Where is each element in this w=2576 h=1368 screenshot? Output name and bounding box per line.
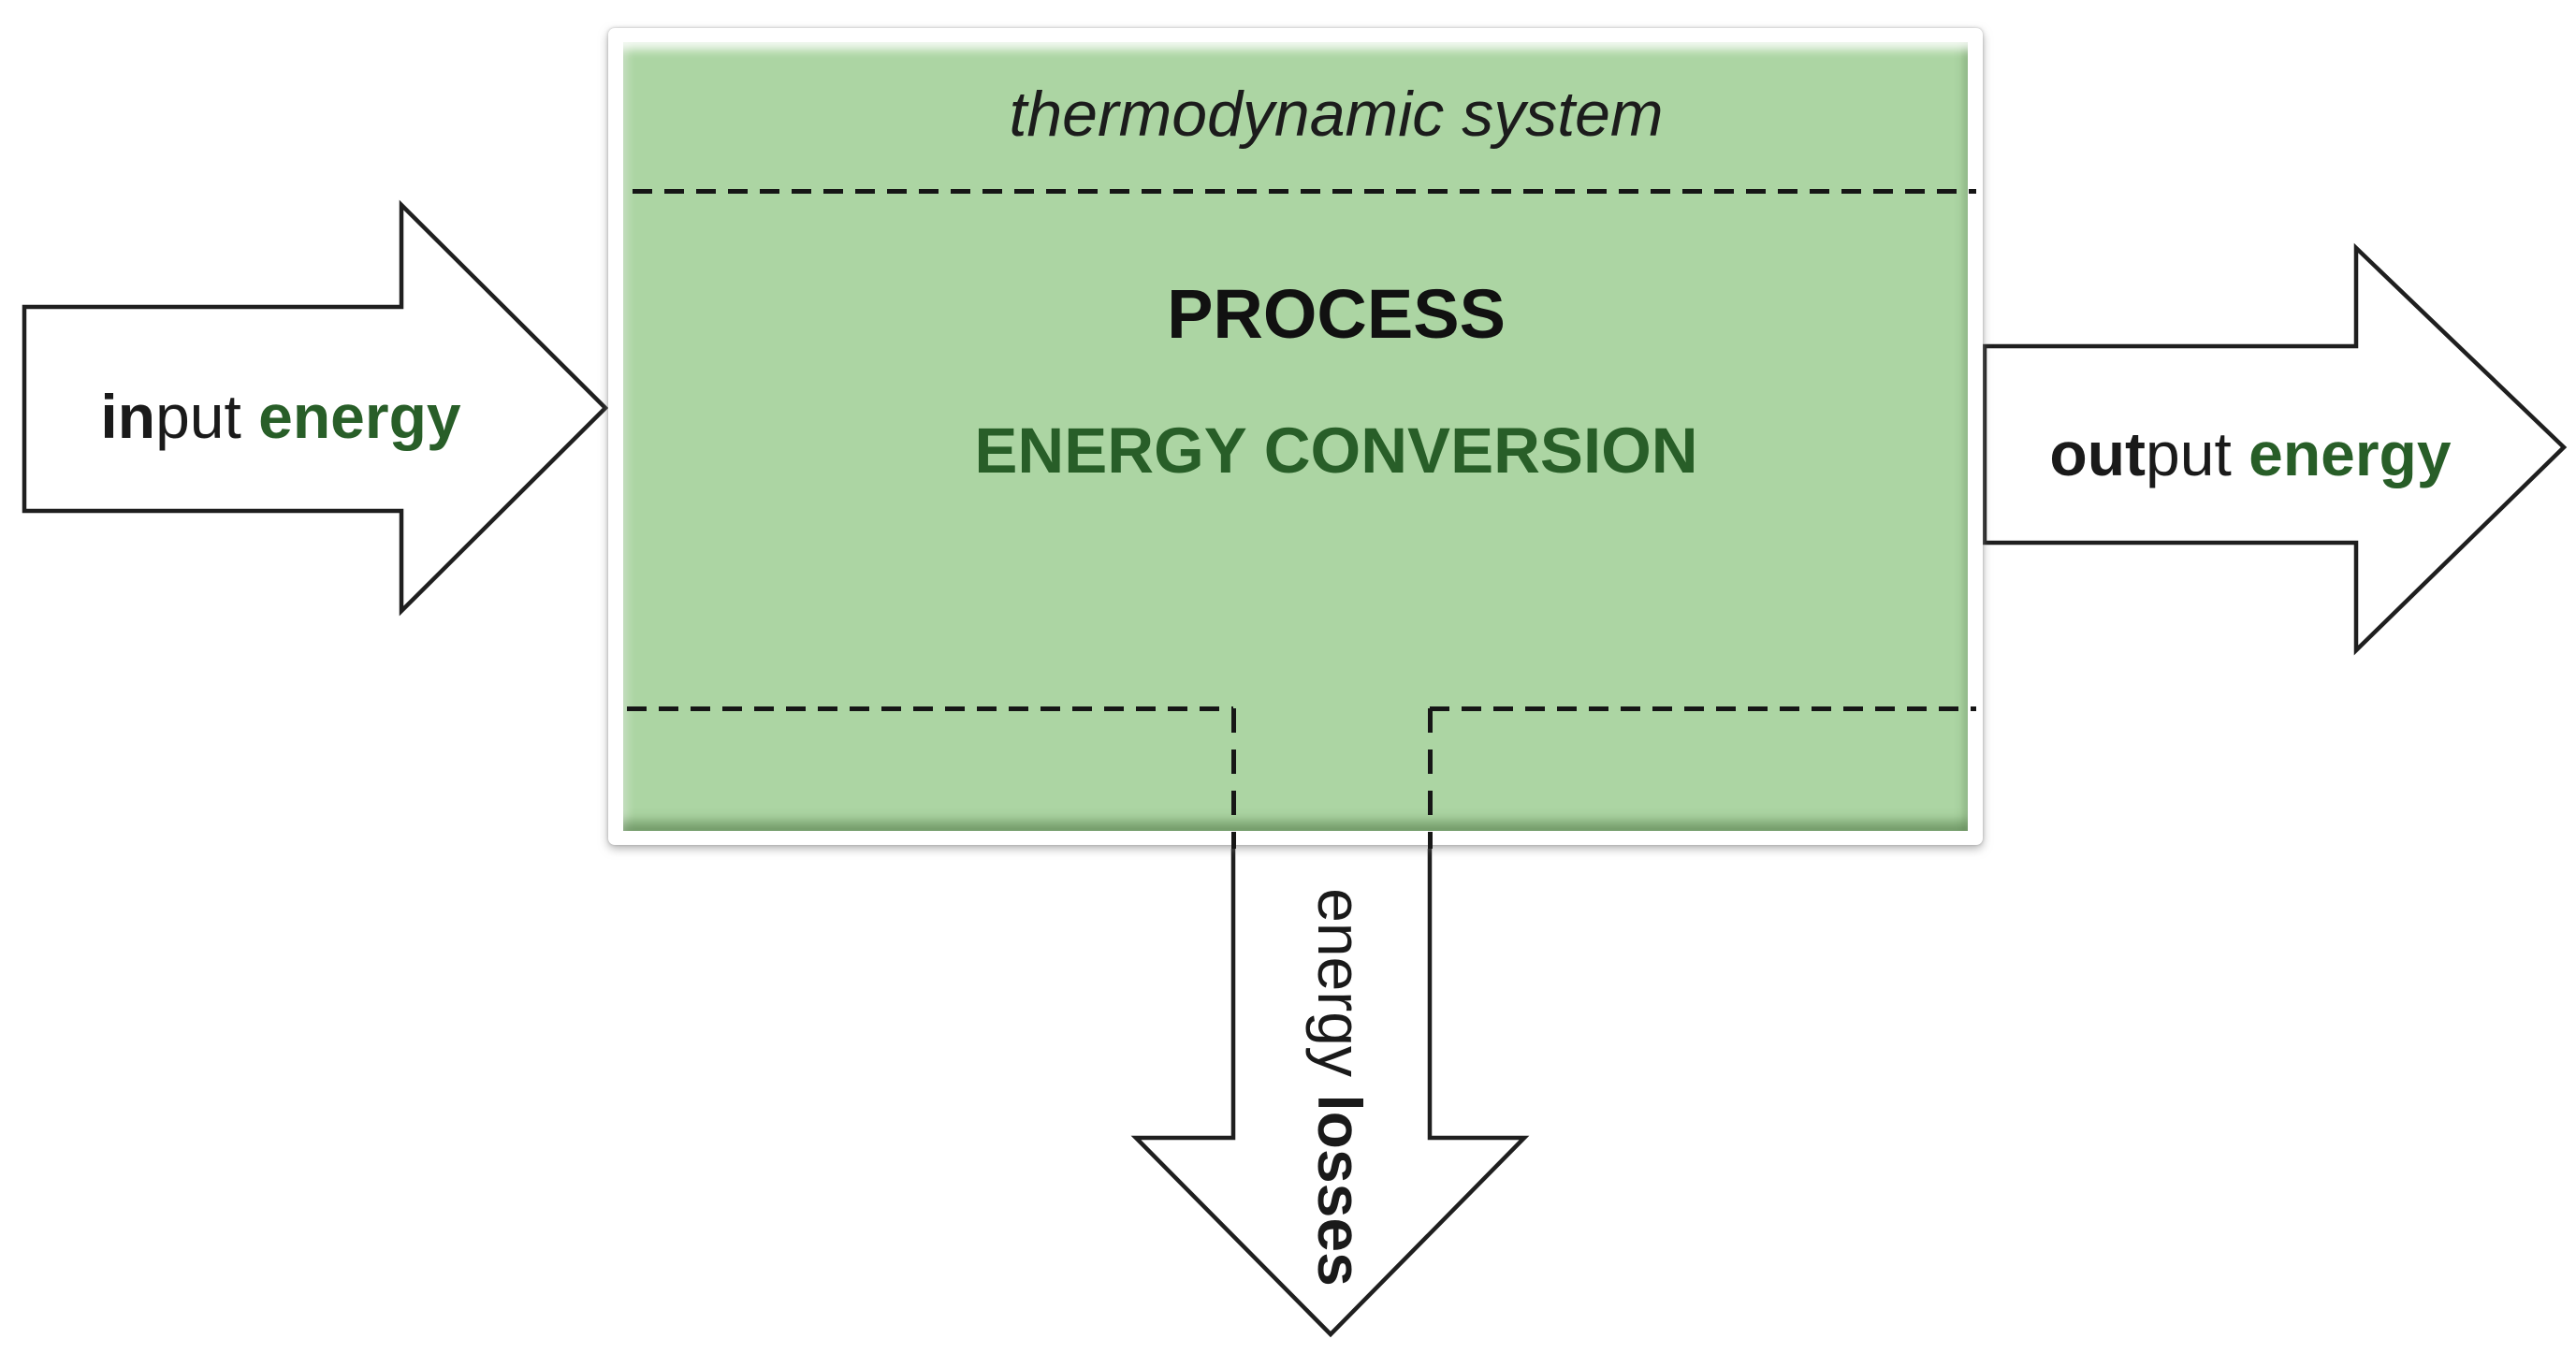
system-box-title: thermodynamic system xyxy=(1009,79,1664,150)
losses-label-bold-part: losses xyxy=(1305,1094,1375,1287)
output-label-regular-part: put xyxy=(2146,419,2249,488)
output-arrow-shape xyxy=(1982,242,2568,656)
system-box xyxy=(623,42,1968,831)
boundary-dash-vertical-left xyxy=(1231,708,1236,849)
energy-losses-label: energy losses xyxy=(1303,844,1376,1331)
input-energy-label: input energy xyxy=(28,380,533,453)
process-label: PROCESS xyxy=(1167,275,1506,353)
input-label-bold-part: in xyxy=(100,382,156,451)
energy-conversion-label: ENERGY CONVERSION xyxy=(974,415,1698,487)
input-label-regular-part: put xyxy=(155,382,259,451)
losses-arrow-shape xyxy=(1130,849,1530,1338)
boundary-dash-vertical-right xyxy=(1428,708,1433,849)
output-energy-label: output energy xyxy=(1998,417,2503,490)
losses-label-regular-part: energy xyxy=(1305,888,1375,1095)
output-label-energy-word: energy xyxy=(2249,419,2452,488)
input-label-energy-word: energy xyxy=(258,382,461,451)
boundary-dash-bottom-right xyxy=(1430,706,1976,711)
input-arrow-shape xyxy=(22,199,609,617)
output-label-bold-part: out xyxy=(2049,419,2147,488)
boundary-dash-bottom-left xyxy=(627,706,1233,711)
boundary-dash-top xyxy=(633,189,1976,194)
